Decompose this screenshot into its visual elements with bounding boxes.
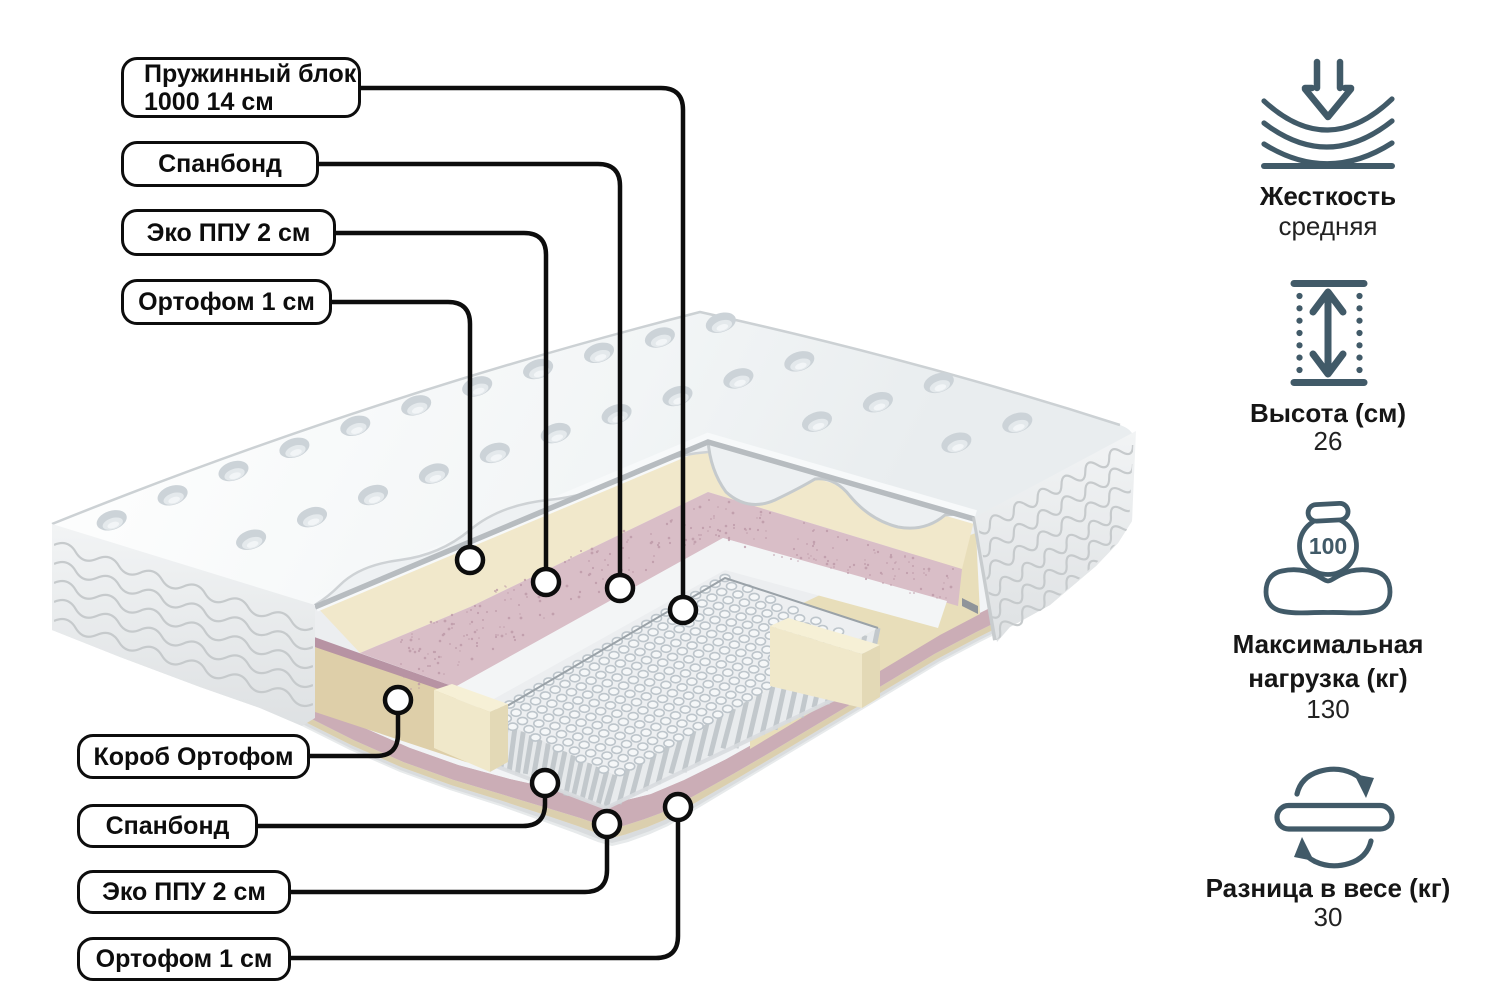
svg-text:100: 100 — [1309, 533, 1347, 559]
